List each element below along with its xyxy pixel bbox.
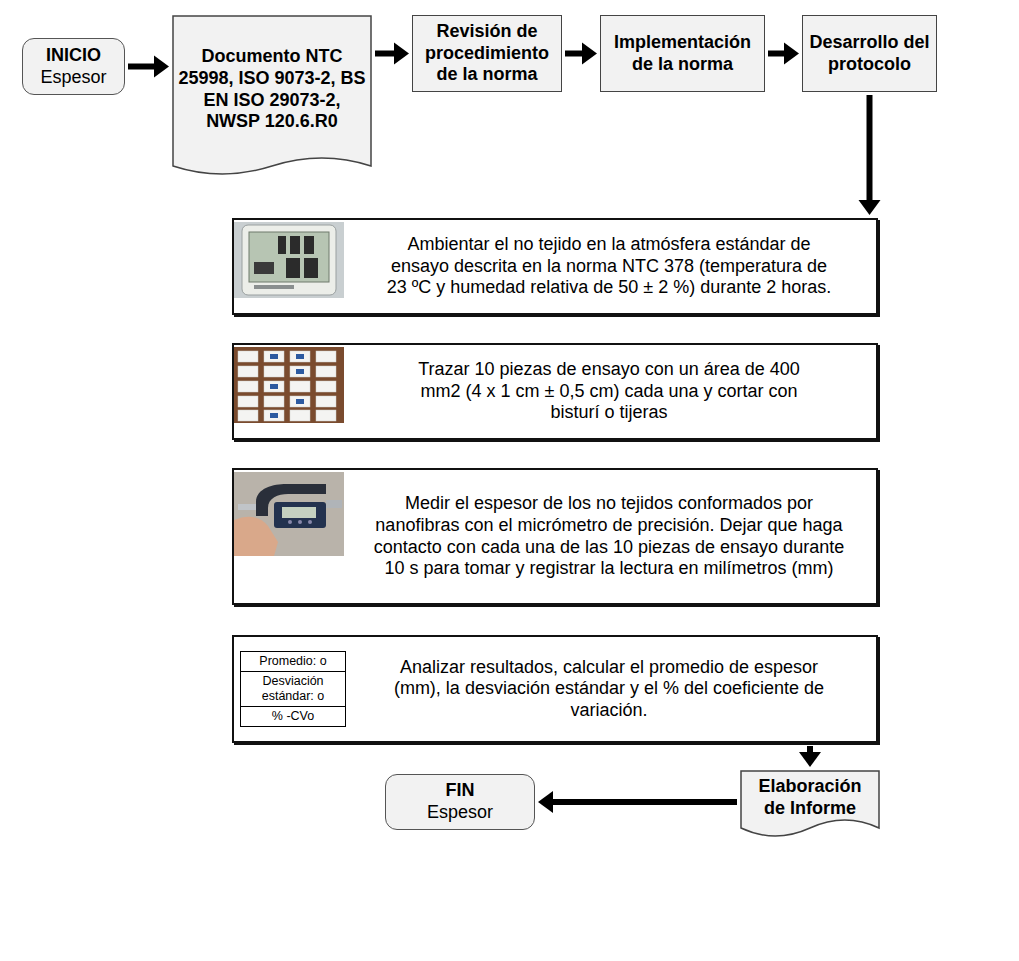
process-box: Implementación de la norma [600,15,765,92]
flow-arrow [565,43,597,65]
node-text: Revisión de procedimiento de la norma [419,21,555,86]
thermohygrometer-photo [234,222,344,298]
terminal-subtitle: Espesor [427,802,493,824]
cut-samples-photo [234,347,344,423]
arrow-shaft [128,64,156,70]
terminal-box: FINEspesor [385,774,535,830]
micrometer-photo [234,472,344,556]
node-text: Medir el espesor de los no tejidos confo… [369,493,849,579]
table-cell: Desviación estándar: o [241,672,345,707]
arrow-shaft [768,51,786,57]
document-shape: Documento NTC 25998, ISO 9073-2, BS EN I… [172,15,372,180]
arrow-head [784,43,799,65]
node-text: Analizar resultados, calcular el promedi… [379,657,839,722]
arrow-shaft [375,51,396,57]
text-wrap: Documento NTC 25998, ISO 9073-2, BS EN I… [172,15,372,180]
flow-arrow [859,95,881,215]
terminal-title: INICIO [46,45,101,67]
terminal-title: FIN [446,780,475,802]
arrow-head [582,43,597,65]
flow-arrow [538,791,737,813]
results-table: Promedio: oDesviación estándar: o% -CVo [240,651,346,727]
step-box: Analizar resultados, calcular el promedi… [232,635,878,743]
text-wrap: Desarrollo del protocolo [803,16,936,91]
arrow-head [538,791,553,813]
flow-arrow [799,746,821,767]
node-text: Documento NTC 25998, ISO 9073-2, BS EN I… [178,46,366,132]
text-wrap: Implementación de la norma [601,16,764,91]
step-box: Ambientar el no tejido en la atmósfera e… [232,218,878,315]
arrow-shaft [807,746,813,754]
document-border [173,16,371,174]
node-text: Trazar 10 piezas de ensayo con un área d… [409,359,809,424]
arrow-shaft [867,95,873,202]
terminal-subtitle: Espesor [40,67,106,89]
table-cell: Promedio: o [241,652,345,672]
arrow-shaft [565,51,584,57]
flow-arrow [128,56,169,78]
flow-arrow [375,43,409,65]
table-cell: % -CVo [241,707,345,726]
text-wrap: Elaboración de Informe [740,770,880,842]
node-text: Implementación de la norma [607,32,758,75]
text-wrap: INICIOEspesor [23,39,124,94]
arrow-head [394,43,409,65]
step-box: Medir el espesor de los no tejidos confo… [232,468,878,605]
text-wrap: FINEspesor [386,775,534,829]
terminal-box: INICIOEspesor [22,38,125,95]
process-box: Revisión de procedimiento de la norma [412,15,562,92]
text-wrap: Trazar 10 piezas de ensayo con un área d… [234,345,876,438]
node-text: Elaboración de Informe [746,776,874,819]
document-shape: Elaboración de Informe [740,770,880,842]
arrow-head [799,752,821,767]
process-box: Desarrollo del protocolo [802,15,937,92]
text-wrap: Ambientar el no tejido en la atmósfera e… [234,220,876,313]
node-text: Ambientar el no tejido en la atmósfera e… [384,234,834,299]
flow-arrow [768,43,799,65]
text-wrap: Medir el espesor de los no tejidos confo… [234,470,876,603]
arrow-head [859,200,881,215]
arrow-shaft [551,799,737,805]
arrow-head [154,56,169,78]
node-text: Desarrollo del protocolo [809,32,930,75]
step-box: Trazar 10 piezas de ensayo con un área d… [232,343,878,440]
text-wrap: Revisión de procedimiento de la norma [413,16,561,91]
document-border [741,771,879,836]
